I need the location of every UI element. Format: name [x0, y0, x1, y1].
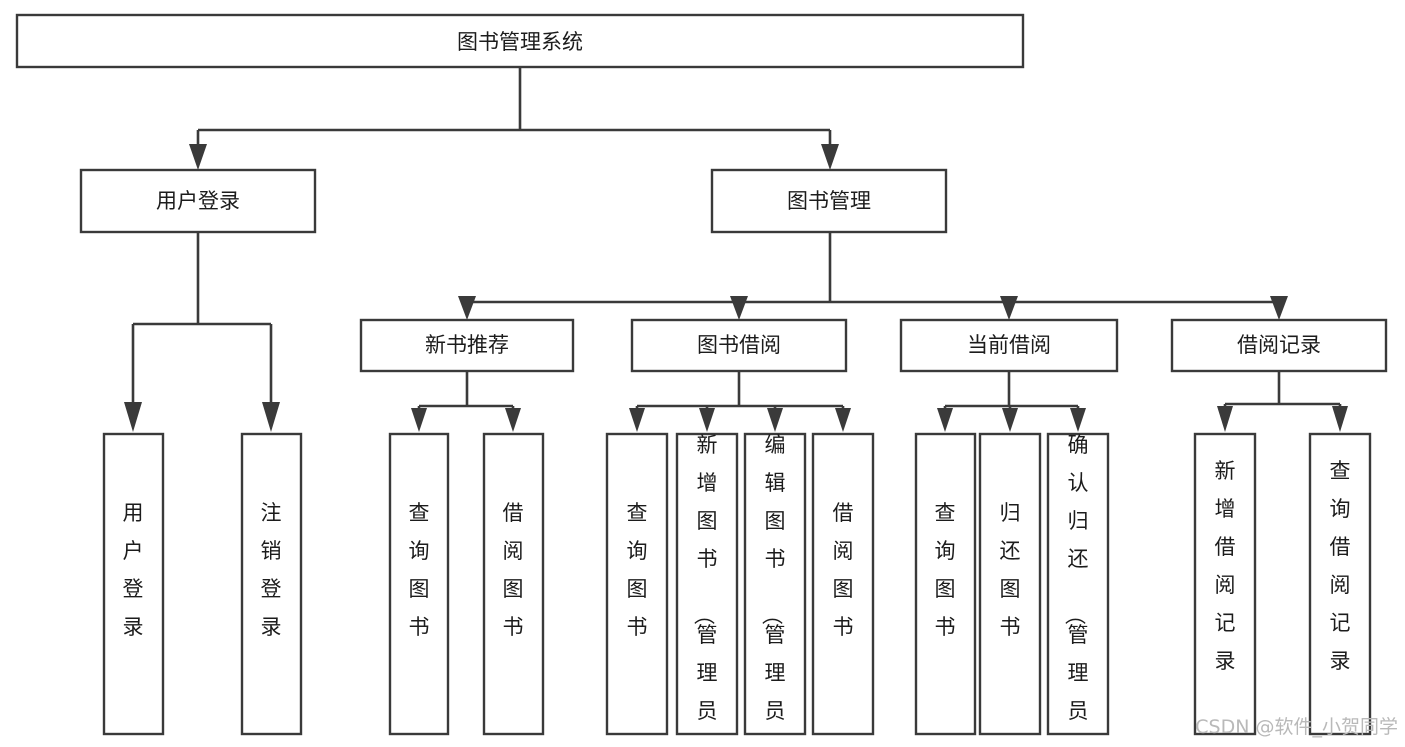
leaf-user-login-logout-box[interactable]: [240, 432, 303, 736]
leaf-borrow-borrow-book[interactable]: 借阅图书: [811, 432, 875, 736]
node-root-box[interactable]: [15, 13, 1025, 69]
node-book-borrow-box[interactable]: [630, 318, 848, 373]
arrowhead-new-books: [458, 296, 476, 320]
leaf-borrow-add-book[interactable]: 新增图书（管理员）: [675, 432, 739, 747]
node-new-book-recommend[interactable]: 新书推荐: [359, 318, 575, 373]
leaf-borrow-query[interactable]: 查询图书: [605, 432, 669, 736]
leaf-borrow-edit-book[interactable]: 编辑图书（管理员）: [743, 432, 807, 747]
arrowhead-borrow-leaf-3: [767, 408, 783, 432]
arrowhead-newbooks-leaf-1: [411, 408, 427, 432]
node-book-management-box[interactable]: [710, 168, 948, 234]
leaf-newbooks-query-box[interactable]: [388, 432, 450, 736]
node-new-book-recommend-label: 新书推荐: [425, 333, 509, 357]
arrowhead-records-leaf-1: [1217, 406, 1233, 432]
node-borrow-records[interactable]: 借阅记录: [1170, 318, 1388, 373]
leaf-records-add-label: 新增借阅记录: [1215, 459, 1236, 673]
leaf-user-login-signin[interactable]: 用户登录: [102, 432, 165, 736]
node-user-login-box[interactable]: [79, 168, 317, 234]
arrowhead-current-leaf-1: [937, 408, 953, 432]
leaf-borrow-borrow-book-box[interactable]: [811, 432, 875, 736]
node-borrow-records-label: 借阅记录: [1237, 333, 1321, 357]
leaf-borrow-edit-book-box[interactable]: [743, 432, 807, 736]
arrowhead-current-leaf-3: [1070, 408, 1086, 432]
node-new-book-recommend-box[interactable]: [359, 318, 575, 373]
leaf-newbooks-borrow-label: 借阅图书: [503, 501, 524, 639]
node-user-login-label: 用户登录: [156, 189, 240, 213]
node-book-management-label: 图书管理: [787, 189, 871, 213]
leaf-user-login-logout-label: 注销登录: [261, 501, 282, 639]
leaf-records-query-box[interactable]: [1308, 432, 1372, 736]
arrowhead-leaf-logout: [262, 402, 280, 432]
csdn-watermark: CSDN @软件_小贺同学: [1195, 716, 1398, 738]
leaf-newbooks-query[interactable]: 查询图书: [388, 432, 450, 736]
leaf-borrow-add-book-box[interactable]: [675, 432, 739, 736]
arrowhead-borrow-leaf-2: [699, 408, 715, 432]
arrowhead-leaf-user-login: [124, 402, 142, 432]
leaf-borrow-add-book-label: 新增图书（管理员）: [692, 433, 718, 747]
leaf-newbooks-query-label: 查询图书: [409, 501, 430, 639]
node-user-login[interactable]: 用户登录: [79, 168, 317, 234]
leaf-records-query[interactable]: 查询借阅记录: [1308, 432, 1372, 736]
arrowhead-borrow-leaf-4: [835, 408, 851, 432]
arrowhead-records-leaf-2: [1332, 406, 1348, 432]
leaf-current-confirm-return[interactable]: 确认归还（管理员）: [1046, 432, 1110, 747]
arrowhead-user-login: [189, 144, 207, 170]
leaf-user-login-logout[interactable]: 注销登录: [240, 432, 303, 736]
leaf-borrow-borrow-book-label: 借阅图书: [833, 501, 854, 639]
leaf-user-login-signin-box[interactable]: [102, 432, 165, 736]
node-current-borrow-label: 当前借阅: [967, 333, 1051, 357]
arrowhead-newbooks-leaf-2: [505, 408, 521, 432]
node-root-label: 图书管理系统: [457, 30, 583, 54]
node-book-borrow-label: 图书借阅: [697, 333, 781, 357]
arrowhead-book-borrow: [730, 296, 748, 320]
leaf-borrow-edit-book-label: 编辑图书（管理员）: [760, 433, 786, 747]
leaf-records-query-label: 查询借阅记录: [1330, 459, 1351, 673]
arrowhead-borrow-leaf-1: [629, 408, 645, 432]
connector-layer: [124, 67, 1348, 432]
leaf-records-add-box[interactable]: [1193, 432, 1257, 736]
leaf-borrow-query-box[interactable]: [605, 432, 669, 736]
leaf-newbooks-borrow[interactable]: 借阅图书: [482, 432, 545, 736]
leaf-current-query-label: 查询图书: [935, 501, 956, 639]
arrowhead-current-leaf-2: [1002, 408, 1018, 432]
arrowhead-current-borrow: [1000, 296, 1018, 320]
leaf-records-add[interactable]: 新增借阅记录: [1193, 432, 1257, 736]
leaf-newbooks-borrow-box[interactable]: [482, 432, 545, 736]
node-current-borrow-box[interactable]: [899, 318, 1119, 373]
leaf-borrow-query-label: 查询图书: [627, 501, 648, 639]
leaf-current-query[interactable]: 查询图书: [914, 432, 977, 736]
node-current-borrow[interactable]: 当前借阅: [899, 318, 1119, 373]
leaf-current-confirm-return-label: 确认归还（管理员）: [1063, 433, 1089, 747]
node-book-management[interactable]: 图书管理: [710, 168, 948, 234]
leaf-current-return[interactable]: 归还图书: [978, 432, 1042, 736]
arrowhead-book-mgmt: [821, 144, 839, 170]
node-root[interactable]: 图书管理系统: [15, 13, 1025, 69]
leaf-user-login-signin-label: 用户登录: [123, 501, 144, 639]
leaf-current-return-label: 归还图书: [1000, 501, 1021, 639]
leaf-current-confirm-return-box[interactable]: [1046, 432, 1110, 736]
leaf-current-return-box[interactable]: [978, 432, 1042, 736]
node-book-borrow[interactable]: 图书借阅: [630, 318, 848, 373]
node-borrow-records-box[interactable]: [1170, 318, 1388, 373]
leaf-current-query-box[interactable]: [914, 432, 977, 736]
arrowhead-borrow-records: [1270, 296, 1288, 320]
